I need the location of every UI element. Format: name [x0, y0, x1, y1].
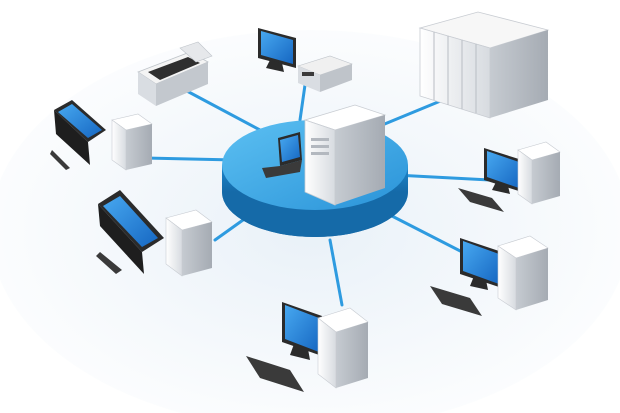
scanner-icon — [137, 41, 213, 106]
workstation-left-upper-icon — [50, 100, 153, 171]
cable-right-upper — [393, 173, 492, 182]
workstation-left-lower-icon — [96, 190, 213, 277]
cable-scanner — [183, 88, 262, 132]
cable-dvr — [298, 83, 307, 122]
server-rack-icon — [418, 11, 550, 119]
central-server-icon — [303, 104, 387, 206]
cable-left-upper — [143, 156, 237, 162]
workstation-bottom-icon — [246, 302, 369, 392]
central-laptop-icon — [262, 132, 302, 178]
cable-bottom — [328, 238, 344, 307]
workstation-right-upper-icon — [458, 141, 561, 212]
workstation-right-lower-icon — [430, 235, 549, 316]
cable-right-lower — [388, 213, 470, 257]
monitor-dvr-icon — [258, 28, 353, 92]
